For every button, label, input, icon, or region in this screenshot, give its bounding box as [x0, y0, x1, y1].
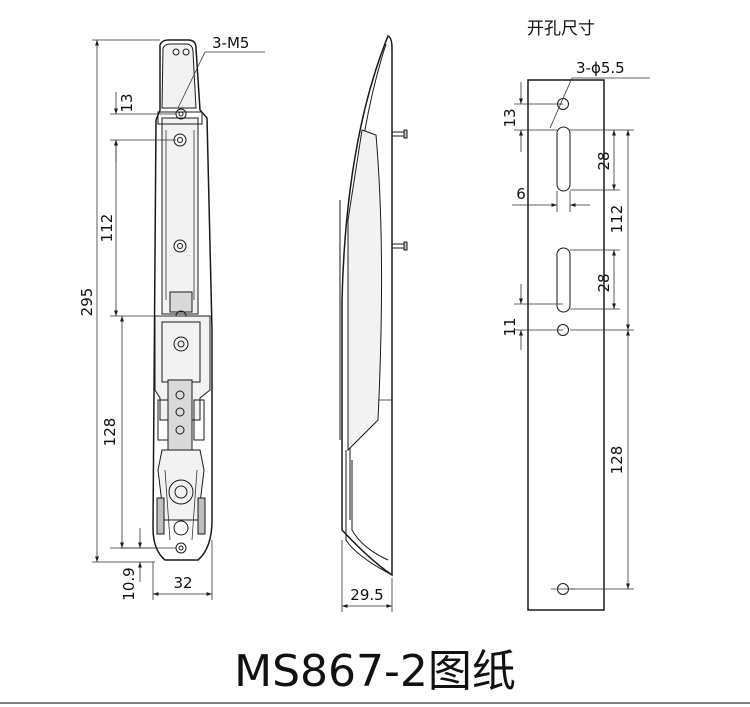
cutout-header: 开孔尺寸	[527, 19, 595, 39]
dim-total-height: 295	[78, 288, 96, 317]
cutout-dim-slot-width: 6	[516, 185, 526, 203]
dim-upper-spacing: 112	[98, 214, 116, 243]
dim-depth: 29.5	[350, 586, 383, 604]
side-view: 29.5	[339, 34, 408, 612]
dim-top-offset: 13	[118, 93, 136, 112]
hole-callout: 3-ϕ5.5	[576, 59, 625, 77]
cutout-dim-lower: 128	[608, 446, 626, 475]
dim-width: 32	[173, 574, 192, 592]
cutout-dim-spacing: 112	[608, 205, 626, 234]
cutout-dim-slot-len-upper: 28	[595, 151, 613, 170]
drawing-title: MS867-2图纸	[234, 646, 516, 697]
thread-callout: 3-M5	[212, 34, 249, 52]
front-view: 3-M5 295 13 112 128 10.9 32	[78, 34, 265, 601]
cutout-dim-top: 13	[501, 108, 519, 127]
dim-bottom-offset: 10.9	[120, 567, 138, 600]
cutout-dim-slot-len-lower: 28	[595, 273, 613, 292]
cutout-dim-offset: 11	[501, 317, 519, 336]
cutout-view: 开孔尺寸 3-ϕ5.5 13 11 6	[501, 19, 650, 611]
dim-lower-spacing: 128	[101, 418, 119, 447]
